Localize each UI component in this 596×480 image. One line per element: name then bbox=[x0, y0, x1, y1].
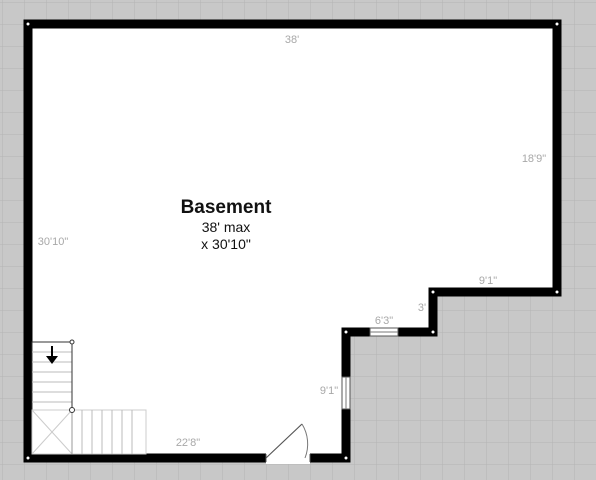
dimension-right-upper: 18'9" bbox=[522, 153, 546, 165]
door-swing-arc bbox=[301, 423, 309, 459]
wall-corner-markers bbox=[26, 22, 559, 460]
dimension-window-side: 9'1" bbox=[320, 385, 338, 397]
dimension-top: 38' bbox=[285, 34, 299, 46]
stairs bbox=[31, 339, 147, 455]
entry-door bbox=[265, 423, 311, 464]
room-name: Basement bbox=[181, 197, 272, 218]
door-leaf bbox=[265, 423, 303, 459]
arrow-down-icon bbox=[46, 346, 58, 364]
room-size-line1: 38' max bbox=[202, 219, 251, 235]
basement-floor bbox=[28, 24, 557, 458]
window-top bbox=[369, 327, 399, 337]
dimension-window-top: 6'3" bbox=[375, 315, 393, 327]
dimension-step-width: 9'1" bbox=[479, 275, 497, 287]
window-side bbox=[341, 376, 351, 410]
room-size-line2: x 30'10" bbox=[201, 236, 251, 252]
dimension-bottom: 22'8" bbox=[176, 437, 200, 449]
dimension-left: 30'10" bbox=[38, 236, 69, 248]
dimension-step-depth: 3' bbox=[418, 302, 426, 314]
